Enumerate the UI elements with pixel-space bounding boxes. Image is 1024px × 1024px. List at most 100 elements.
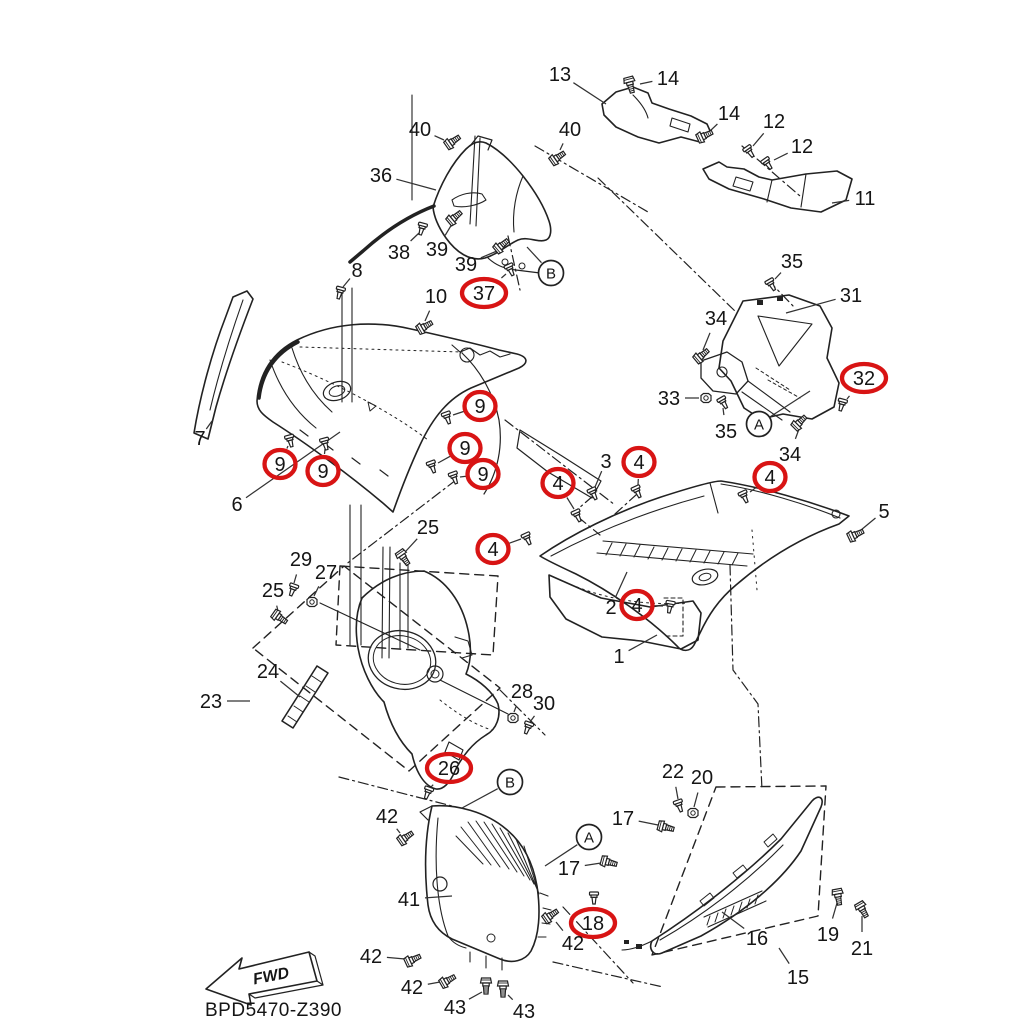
callout-33: 33: [658, 388, 680, 410]
fastener-clip-icon: [440, 410, 455, 426]
leader-line: [860, 517, 876, 531]
part-11-inner-panel: [702, 161, 853, 213]
fastener-clip-icon: [447, 470, 462, 486]
leader-line: [846, 395, 850, 400]
callout-35: 35: [781, 251, 803, 273]
part-31-cowl-stay: [700, 294, 840, 421]
leader-line: [480, 250, 498, 259]
fastener-clip-icon: [520, 720, 535, 736]
callout-4: 4: [487, 539, 498, 561]
callout-10: 10: [425, 286, 447, 308]
leader-window-frames: [341, 94, 481, 659]
highlight-circle: [459, 276, 509, 310]
leader-line: [778, 947, 790, 964]
highlight-circle: [305, 454, 341, 488]
view-ref-A: A: [584, 829, 594, 846]
leader-line: [410, 232, 420, 242]
part-16-under-cowl: [621, 796, 823, 955]
part-23-dashed-box: [252, 565, 501, 772]
callout-39: 39: [455, 254, 477, 276]
leader-line: [628, 634, 658, 652]
fastener-clip-icon: [741, 143, 758, 160]
leader-line: [573, 82, 607, 105]
leader-line: [594, 470, 603, 488]
callout-4: 4: [764, 467, 775, 489]
callout-38: 38: [388, 242, 410, 264]
callout-21: 21: [851, 938, 873, 960]
highlight-circle: [752, 460, 788, 494]
leader-line: [615, 571, 628, 598]
callout-17: 17: [558, 858, 580, 880]
leader-line: [529, 715, 536, 723]
part-36-upper-cowl: [348, 135, 552, 274]
callout-25: 25: [262, 580, 284, 602]
view-ref-A: A: [754, 416, 764, 433]
callout-24: 24: [257, 661, 279, 683]
callout-19: 19: [817, 924, 839, 946]
leader-lines: [205, 80, 876, 1001]
leader-line: [437, 455, 451, 464]
view-ref-circle: [745, 410, 773, 438]
callout-27: 27: [315, 562, 337, 584]
fastener-clip-icon: [663, 599, 676, 615]
fastener-screw-icon: [540, 905, 562, 926]
callout-5: 5: [878, 501, 889, 523]
leader-line: [342, 278, 351, 288]
callout-2: 2: [605, 597, 616, 619]
fastener-screw-icon: [845, 525, 867, 544]
callout-42: 42: [562, 933, 584, 955]
callout-6: 6: [231, 494, 242, 516]
leader-line: [693, 792, 699, 808]
callout-43: 43: [444, 997, 466, 1019]
leader-line: [773, 152, 788, 161]
part-23-side-cowl-panel: [319, 570, 509, 790]
highlight-circle: [839, 361, 889, 395]
leader-line: [639, 80, 653, 85]
callout-40: 40: [409, 119, 431, 141]
highlight-circle: [540, 466, 576, 500]
highlight-circle: [424, 751, 474, 785]
part-6-front-fairing: [256, 323, 602, 513]
part-7-windshield-trim: [193, 290, 254, 440]
highlight-circle: [447, 431, 483, 465]
callout-35: 35: [715, 421, 737, 443]
part-2-tail-cowl: [539, 480, 850, 652]
callout-29: 29: [290, 549, 312, 571]
leader-line: [831, 199, 850, 204]
leader-line: [508, 538, 522, 544]
callout-34: 34: [705, 308, 727, 330]
leader-line: [459, 475, 467, 478]
part-24-decal: [281, 665, 329, 729]
callout-9: 9: [477, 464, 488, 486]
view-ref-circle: [575, 823, 603, 851]
fastener-clip-icon: [285, 582, 300, 598]
fastener-clip-icon: [588, 891, 600, 905]
callout-9: 9: [317, 461, 328, 483]
leader-line: [544, 844, 578, 867]
leader-line: [424, 895, 453, 899]
view-ref-B: B: [505, 774, 515, 791]
callout-14: 14: [718, 103, 740, 125]
leader-line: [702, 332, 711, 351]
highlight-circle: [619, 588, 655, 622]
callout-31: 31: [840, 285, 862, 307]
fastener-screw-icon: [622, 75, 639, 95]
callout-4: 4: [633, 452, 644, 474]
leader-line: [430, 784, 434, 788]
callout-22: 22: [662, 761, 684, 783]
view-ref-B: B: [546, 265, 556, 282]
callout-43: 43: [513, 1001, 535, 1023]
fastener-nut-icon: [507, 712, 519, 724]
highlight-circle: [262, 447, 298, 481]
callout-3: 3: [600, 451, 611, 473]
leader-line: [513, 705, 517, 713]
fastener-clip-icon: [737, 488, 752, 505]
leader-line: [293, 574, 298, 584]
highlight-circle: [568, 906, 618, 940]
leader-line: [749, 486, 757, 493]
callout-34: 34: [779, 444, 801, 466]
fastener-clip-icon: [520, 530, 535, 547]
fastener-screw-icon: [393, 547, 414, 569]
fastener-screw-icon: [656, 819, 676, 836]
leader-line: [286, 445, 289, 449]
